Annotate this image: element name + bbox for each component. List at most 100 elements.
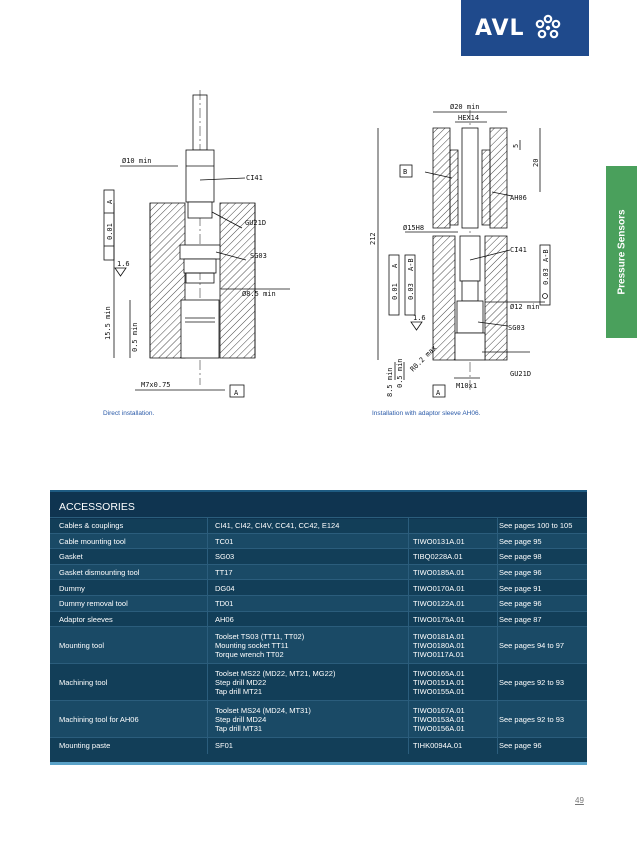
column-divider bbox=[408, 564, 409, 581]
label-hex: HEX14 bbox=[458, 114, 479, 122]
accessory-code-line: TIBQ0228A.01 bbox=[413, 552, 463, 562]
column-divider bbox=[408, 596, 409, 612]
accessory-page-line: See page 96 bbox=[499, 599, 542, 609]
accessory-code: TIBQ0228A.01 bbox=[413, 549, 497, 565]
column-divider bbox=[207, 549, 208, 565]
column-divider bbox=[207, 564, 208, 581]
accessory-item-line: CI41, CI42, CI4V, CC41, CC42, E124 bbox=[215, 521, 340, 531]
section-side-tab: Pressure Sensors bbox=[606, 166, 637, 338]
label-tol1: 0.01 bbox=[391, 283, 399, 300]
accessory-name: Mounting tool bbox=[59, 627, 199, 664]
column-divider bbox=[408, 701, 409, 739]
label-d10: Ø10 min bbox=[122, 157, 152, 165]
logo-text: AVL bbox=[475, 15, 525, 41]
left-installation-drawing bbox=[103, 90, 290, 398]
label-ci41: CI41 bbox=[246, 174, 263, 182]
accessory-name-line: Machining tool for AH06 bbox=[59, 715, 139, 725]
accessory-item-line: Toolset MS24 (MD24, MT31) bbox=[215, 706, 311, 716]
accessory-page: See pages 92 to 93 bbox=[499, 701, 587, 738]
caption-direct-installation: Direct installation. bbox=[103, 410, 155, 417]
accessory-code-line: TIWO0165A.01 bbox=[413, 669, 465, 679]
column-divider bbox=[497, 664, 498, 702]
column-divider bbox=[497, 580, 498, 596]
column-divider bbox=[207, 533, 208, 550]
column-divider bbox=[207, 627, 208, 665]
accessory-code bbox=[413, 518, 497, 534]
accessory-name-line: Dummy removal tool bbox=[59, 599, 128, 609]
accessory-name: Cables & couplings bbox=[59, 518, 199, 534]
accessory-code: TIWO0185A.01 bbox=[413, 565, 497, 581]
accessory-item-line: Tap drill MT31 bbox=[215, 724, 263, 734]
accessory-item: DG04 bbox=[215, 580, 405, 596]
accessory-page-line: See page 96 bbox=[499, 741, 542, 751]
accessory-name: Cable mounting tool bbox=[59, 534, 199, 550]
accessory-code-line: TIWO0185A.01 bbox=[413, 568, 465, 578]
accessory-code: TIWO0170A.01 bbox=[413, 580, 497, 596]
label-datum-right: A bbox=[436, 389, 441, 397]
accessory-item-line: AH06 bbox=[215, 614, 234, 624]
accessory-item: SF01 bbox=[215, 738, 405, 754]
column-divider bbox=[207, 611, 208, 628]
accessory-item: Toolset MS24 (MD24, MT31)Step drill MD24… bbox=[215, 701, 405, 738]
accessory-page-line: See pages 92 to 93 bbox=[499, 715, 565, 725]
column-divider bbox=[497, 701, 498, 739]
accessory-page-line: See page 98 bbox=[499, 552, 542, 562]
accessory-code-line: TIWO0122A.01 bbox=[413, 599, 465, 609]
accessory-code: TIHK0094A.01 bbox=[413, 738, 497, 754]
label-rough-right: 1.6 bbox=[413, 314, 426, 322]
accessory-item-line: TT17 bbox=[215, 568, 233, 578]
column-divider bbox=[408, 738, 409, 754]
label-d5: 5 bbox=[512, 144, 520, 148]
label-sg03-right: SG03 bbox=[508, 324, 525, 332]
accessory-code-line: TIWO0175A.01 bbox=[413, 614, 465, 624]
accessory-name: Gasket dismounting tool bbox=[59, 565, 199, 581]
column-divider bbox=[207, 580, 208, 596]
accessory-page-line: See page 95 bbox=[499, 536, 542, 546]
caption-adaptor-installation: Installation with adaptor sleeve AH06. bbox=[372, 410, 481, 417]
accessory-name-line: Dummy bbox=[59, 583, 85, 593]
avl-logo: AVL bbox=[461, 0, 589, 56]
accessory-name-line: Mounting paste bbox=[59, 741, 111, 751]
label-datum: A bbox=[234, 389, 239, 397]
accessory-page: See page 95 bbox=[499, 534, 587, 550]
column-divider bbox=[497, 549, 498, 565]
label-d20v: 20 bbox=[532, 159, 540, 167]
column-divider bbox=[207, 596, 208, 612]
label-len85: 8.5 min bbox=[386, 367, 394, 397]
column-divider bbox=[497, 533, 498, 550]
accessory-item: Toolset TS03 (TT11, TT02)Mounting socket… bbox=[215, 627, 405, 664]
label-ci41-right: CI41 bbox=[510, 246, 527, 254]
accessory-name-line: Cable mounting tool bbox=[59, 536, 126, 546]
accessory-item-line: DG04 bbox=[215, 583, 235, 593]
page-number: 49 bbox=[575, 796, 584, 805]
accessory-item: CI41, CI42, CI4V, CC41, CC42, E124 bbox=[215, 518, 405, 534]
accessory-name-line: Machining tool bbox=[59, 678, 108, 688]
column-divider bbox=[497, 596, 498, 612]
label-gu21d-right: GU21D bbox=[510, 370, 531, 378]
accessory-item-line: Step drill MD22 bbox=[215, 678, 267, 688]
accessory-page: See page 91 bbox=[499, 580, 587, 596]
accessory-page: See page 96 bbox=[499, 596, 587, 612]
accessory-page-line: See page 87 bbox=[499, 614, 542, 624]
column-divider bbox=[207, 518, 208, 534]
accessory-row: Machining tool for AH06 Toolset MS24 (MD2… bbox=[50, 700, 587, 739]
accessory-code-line: TIWO0151A.01 bbox=[413, 678, 465, 688]
accessory-code-line: TIWO0131A.01 bbox=[413, 536, 465, 546]
accessory-name-line: Gasket dismounting tool bbox=[59, 568, 140, 578]
column-divider bbox=[497, 518, 498, 534]
right-installation-drawing bbox=[377, 110, 551, 398]
column-divider bbox=[497, 611, 498, 628]
accessory-page-line: See pages 100 to 105 bbox=[499, 521, 573, 531]
label-d15h8: Ø15H8 bbox=[403, 224, 424, 232]
accessory-name-line: Mounting tool bbox=[59, 641, 105, 651]
column-divider bbox=[207, 701, 208, 739]
label-len05: 0.5 min bbox=[131, 322, 139, 352]
accessory-code: TIWO0175A.01 bbox=[413, 612, 497, 628]
label-tol: 0.01 bbox=[106, 223, 114, 240]
accessory-name: Mounting paste bbox=[59, 738, 199, 754]
accessory-item-line: Step drill MD24 bbox=[215, 715, 267, 725]
